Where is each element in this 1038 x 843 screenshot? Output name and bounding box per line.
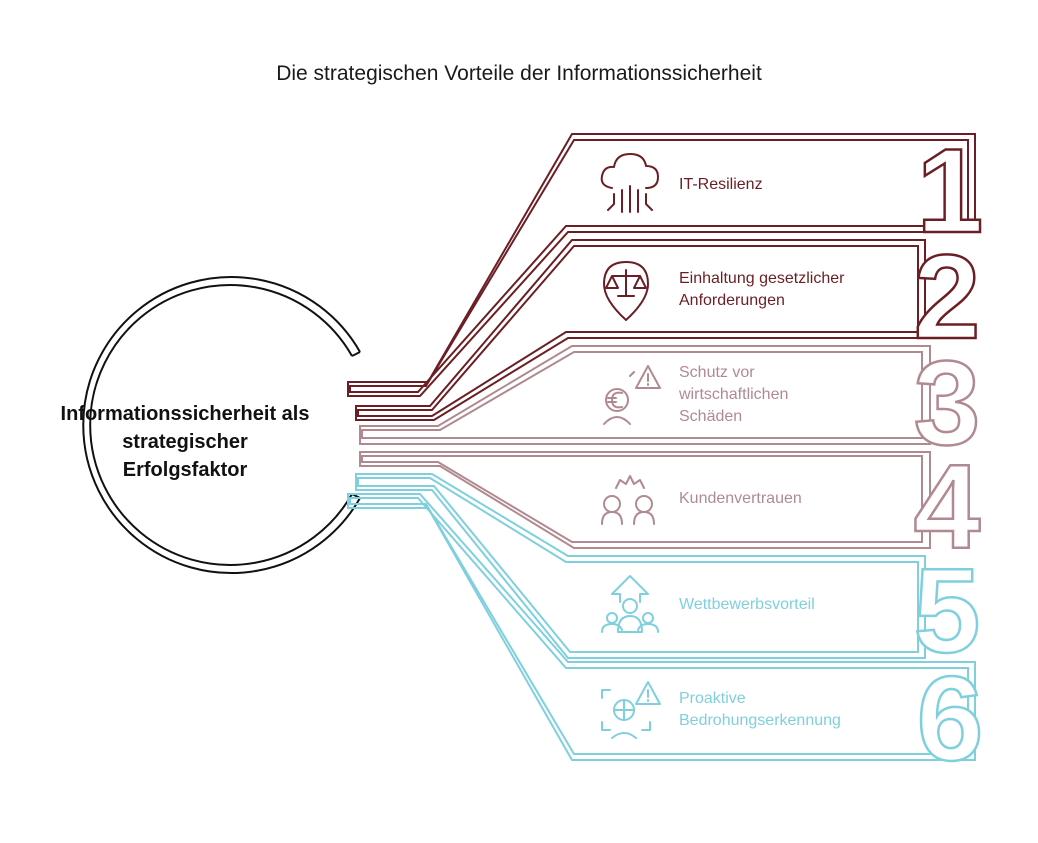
- band-3: [359, 345, 931, 445]
- number-5: 5: [914, 544, 981, 678]
- number-4: 4: [914, 440, 981, 574]
- number-2: 2: [914, 230, 981, 364]
- band-1: [347, 133, 976, 397]
- diagram-title: Die strategischen Vorteile der Informati…: [276, 62, 762, 85]
- band-6: [347, 493, 976, 761]
- cloud-circuit-icon: [600, 153, 659, 213]
- euro-warning-icon: [603, 365, 661, 425]
- item-label-3: Schutz vor wirtschaftlichen Schäden: [679, 364, 789, 425]
- scale-pin-icon: [603, 261, 649, 321]
- band-4: [359, 451, 931, 549]
- item-label-1: IT-Resilienz: [679, 176, 763, 193]
- number-6: 6: [917, 652, 984, 786]
- item-label-5: Wettbewerbsvorteil: [679, 596, 815, 613]
- threat-detection-icon: [601, 681, 661, 739]
- growth-team-icon: [601, 575, 659, 633]
- band-5: [355, 473, 926, 659]
- item-label-4: Kundenvertrauen: [679, 490, 802, 507]
- band-2: [355, 239, 926, 421]
- item-label-6: Proaktive Bedrohungserkennung: [679, 690, 841, 729]
- hub-label: Informationssicherheit als strategischer…: [60, 403, 310, 481]
- number-1: 1: [917, 124, 984, 258]
- item-label-2: Einhaltung gesetzlicher Anforderungen: [679, 270, 845, 309]
- people-trust-icon: [601, 475, 655, 525]
- number-3: 3: [914, 336, 981, 470]
